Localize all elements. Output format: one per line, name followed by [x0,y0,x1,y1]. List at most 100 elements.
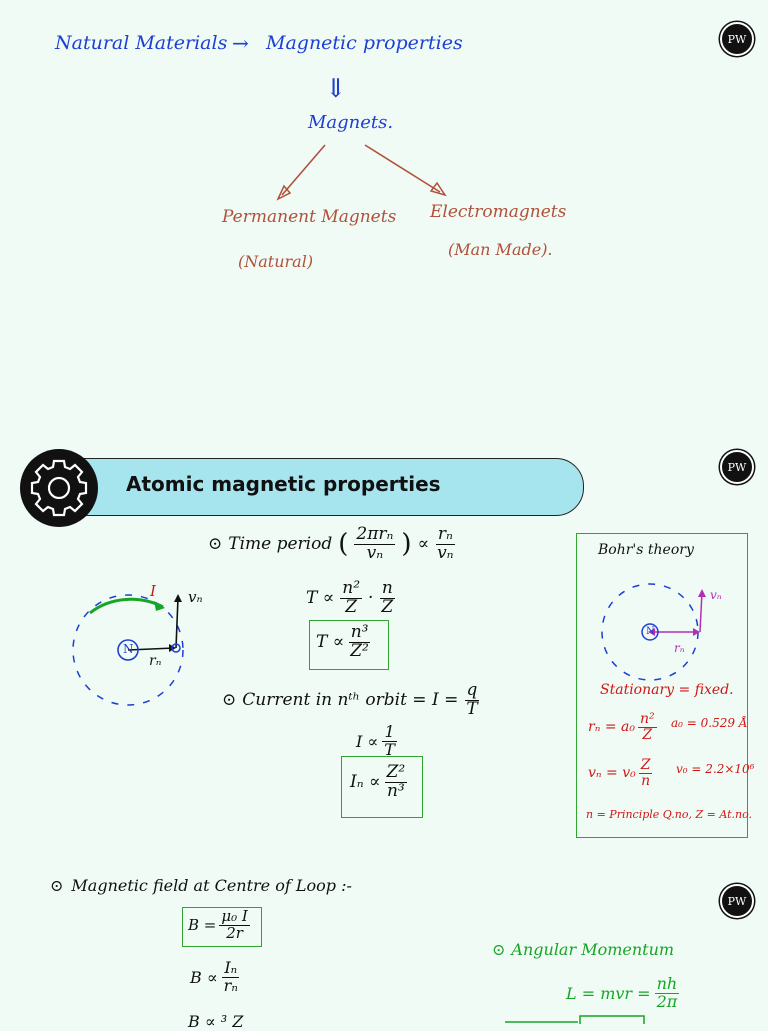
i-result: Iₙ ∝ Z² n³ [350,762,408,801]
fraction-denominator: Z [345,596,358,617]
arrow-right: → [232,31,249,55]
natural-text: (Natural) [238,252,314,271]
b-proportional-line: B ∝ Iₙ rₙ [190,958,240,995]
orbit-label-i: I [150,582,156,600]
rn-fraction: n² Z [637,711,657,743]
time-period-rhs-fraction: rₙ vₙ [435,524,456,563]
permanent-magnets-text: Permanent Magnets [222,207,397,227]
fraction-denominator: 2π [656,991,678,1011]
pw-logo-text: PW [727,894,747,908]
pw-logo: PW [720,22,754,56]
down-double-arrow: ⇓ [325,74,347,104]
section-banner [60,458,584,516]
z2-over-n3: Z² n³ [384,762,408,801]
bullet: ⊙ [222,690,237,711]
one-over-t: 1 T [382,722,397,759]
time-period-fraction: 2πrₙ vₙ [354,525,396,563]
fraction-numerator: n² [637,711,657,728]
fraction-denominator: Z [381,596,394,617]
fraction-numerator: rₙ [435,524,455,545]
mu-i-over-2r: μ₀ I 2r [219,907,250,942]
fraction-numerator: μ₀ I [219,907,250,926]
l-prefix: L = mvr = [566,983,651,1003]
fraction-denominator: T [466,698,478,719]
fraction-numerator: Z² [384,762,408,783]
i-result-prefix: Iₙ ∝ [350,772,381,793]
bohr-orbit-diagram [601,583,706,681]
banner-title: Atomic magnetic properties [126,472,441,496]
fraction-numerator: Z [638,757,653,774]
fraction-denominator: T [384,739,395,759]
t-prefix: T ∝ [306,588,335,609]
fraction-denominator: 2r [226,923,243,942]
bullet: ⊙ [50,876,64,895]
pw-logo: PW [720,884,754,918]
vn-prefix: vₙ = v₀ [588,765,636,782]
angular-momentum-heading: ⊙ Angular Momentum [492,940,674,959]
fraction-numerator: n³ [348,622,371,643]
b-prefix: B = [188,916,217,935]
bullet: ⊙ [492,940,506,959]
fraction-denominator: vₙ [437,542,454,563]
i-proportional-line: I ∝ 1 T [356,722,397,759]
fraction-denominator: n [641,772,651,789]
pw-logo-text: PW [727,32,747,46]
angular-momentum-label: Angular Momentum [511,940,675,959]
b-prop-prefix: B ∝ [190,967,218,987]
bullet: ⊙ [208,534,223,555]
gear-badge [20,449,98,527]
t-proportional-line: T ∝ n² Z · n Z [306,578,395,617]
n-definition: n = Principle Q.no, Z = At.no. [586,808,752,821]
fraction-numerator: Iₙ [222,958,240,978]
pw-logo-text: PW [727,460,747,474]
n2-over-z: n² Z [340,578,363,617]
nucleus-n: N [123,642,134,656]
orbit-label-rn: rₙ [149,653,162,669]
t-result: T ∝ n³ Z² [316,622,371,661]
t-result-box [309,620,389,670]
b-equation-box [182,907,262,947]
left-orbit-diagram [72,594,184,706]
man-made-text: (Man Made). [448,240,553,259]
fraction-denominator: Z [642,726,653,743]
cut-off-green-box [505,1015,645,1024]
fraction-numerator: n² [340,578,363,599]
magnetic-field-label: Magnetic field at Centre of Loop :- [71,876,352,895]
natural-materials-text: Natural Materials [55,32,228,54]
proportional-symbol: ∝ [417,534,430,555]
orbit-label-vn: vₙ [188,588,203,606]
fraction-denominator: rₙ [223,975,238,995]
rn-prefix: rₙ = a₀ [588,719,635,736]
i-prefix: I ∝ [356,731,379,751]
time-period-label: Time period [228,534,333,555]
pw-logo: PW [720,450,754,484]
magnetic-field-heading: ⊙ Magnetic field at Centre of Loop :- [50,876,352,895]
v0-text: v₀ = 2.2×10⁶ [676,762,755,776]
bohr-label-vn: vₙ [710,588,722,602]
gear-icon [30,459,88,517]
angular-momentum-equation: L = mvr = nh 2π [566,974,680,1011]
fraction-numerator: q [464,680,480,701]
fraction-numerator: nh [654,974,680,994]
vn-fraction: Z n [638,757,653,789]
a0-text: a₀ = 0.529 Å [671,716,748,730]
q-over-t: q T [464,680,480,719]
stationary-text: Stationary = fixed. [600,682,734,698]
vn-equation: vₙ = v₀ Z n [588,757,653,789]
fraction-denominator: n³ [386,780,405,801]
current-line: ⊙ Current in nᵗʰ orbit = I = q T [222,680,480,719]
bohr-nucleus-n: N [646,626,655,637]
bohr-theory-box [576,533,748,838]
time-period-line: ⊙ Time period ( 2πrₙ vₙ ) ∝ rₙ vₙ [208,524,456,563]
electromagnets-text: Electromagnets [430,202,567,222]
in-over-rn: Iₙ rₙ [222,958,240,995]
magnetic-properties-text: Magnetic properties [266,32,463,54]
fraction-denominator: vₙ [366,542,384,563]
n-over-z: n Z [379,579,395,617]
i-result-box [341,756,423,818]
fraction-numerator: 1 [382,722,397,742]
magnet-branch-arrows [276,144,447,201]
bohr-title: Bohr's theory [598,542,694,558]
n3-over-z2: n³ Z² [348,622,371,661]
fraction-denominator: Z² [350,640,369,661]
